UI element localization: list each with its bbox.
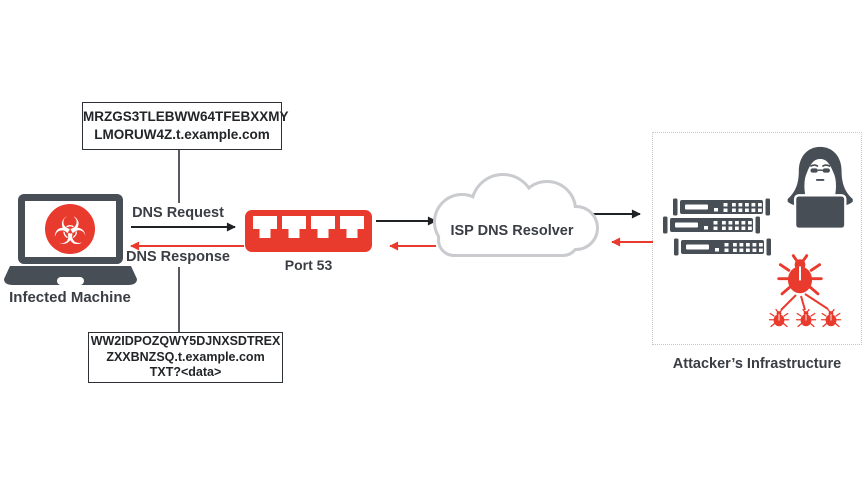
dns-response-label: DNS Response: [126, 249, 230, 265]
hacker-icon: [787, 146, 853, 230]
bug-icon: [820, 308, 842, 328]
ethernet-jack-icon: [311, 216, 335, 238]
port53-label: Port 53: [284, 257, 333, 273]
server-icon: [673, 198, 770, 216]
biohazard-icon: ☣: [53, 209, 87, 253]
bug-icon: [795, 308, 817, 328]
infected-laptop-icon: ☣: [4, 194, 137, 285]
ethernet-jack-icon: [340, 216, 364, 238]
attacker-infrastructure-label: Attacker’s Infrastructure: [672, 356, 842, 372]
botnet-links: [780, 293, 829, 311]
dns-request-payload-box: MRZGS3TLEBWW64TFEBXXMY LMORUW4Z.t.exampl…: [82, 102, 289, 150]
response-payload-line: TXT?<data>: [149, 365, 222, 380]
dns-response-payload-box: WW2IDPOZQWY5DJNXSDTREX ZXXBNZSQ.t.exampl…: [88, 332, 283, 383]
server-stack-icon: [663, 198, 771, 256]
isp-dns-resolver-label: ISP DNS Resolver: [450, 223, 574, 239]
ethernet-jack-icon: [253, 216, 277, 238]
response-payload-line: WW2IDPOZQWY5DJNXSDTREX: [90, 334, 281, 349]
ethernet-jack-icon: [282, 216, 306, 238]
bug-botnet-icon: [768, 254, 842, 328]
server-icon: [674, 238, 771, 256]
bug-icon: [777, 254, 823, 296]
bug-icon: [768, 308, 790, 328]
request-payload-line: MRZGS3TLEBWW64TFEBXXMY: [83, 109, 289, 125]
infected-machine-label: Infected Machine: [9, 289, 131, 306]
dns-request-label: DNS Request: [132, 205, 224, 221]
response-payload-line: ZXXBNZSQ.t.example.com: [106, 349, 265, 364]
request-payload-line: LMORUW4Z.t.example.com: [94, 127, 270, 142]
resolver-cloud-icon: [433, 173, 599, 257]
biohazard-badge: [45, 204, 95, 254]
server-icon: [663, 216, 760, 234]
port53-icon: [245, 210, 372, 252]
hacker-laptop-icon: [793, 194, 847, 230]
hacker-face: [810, 164, 831, 181]
